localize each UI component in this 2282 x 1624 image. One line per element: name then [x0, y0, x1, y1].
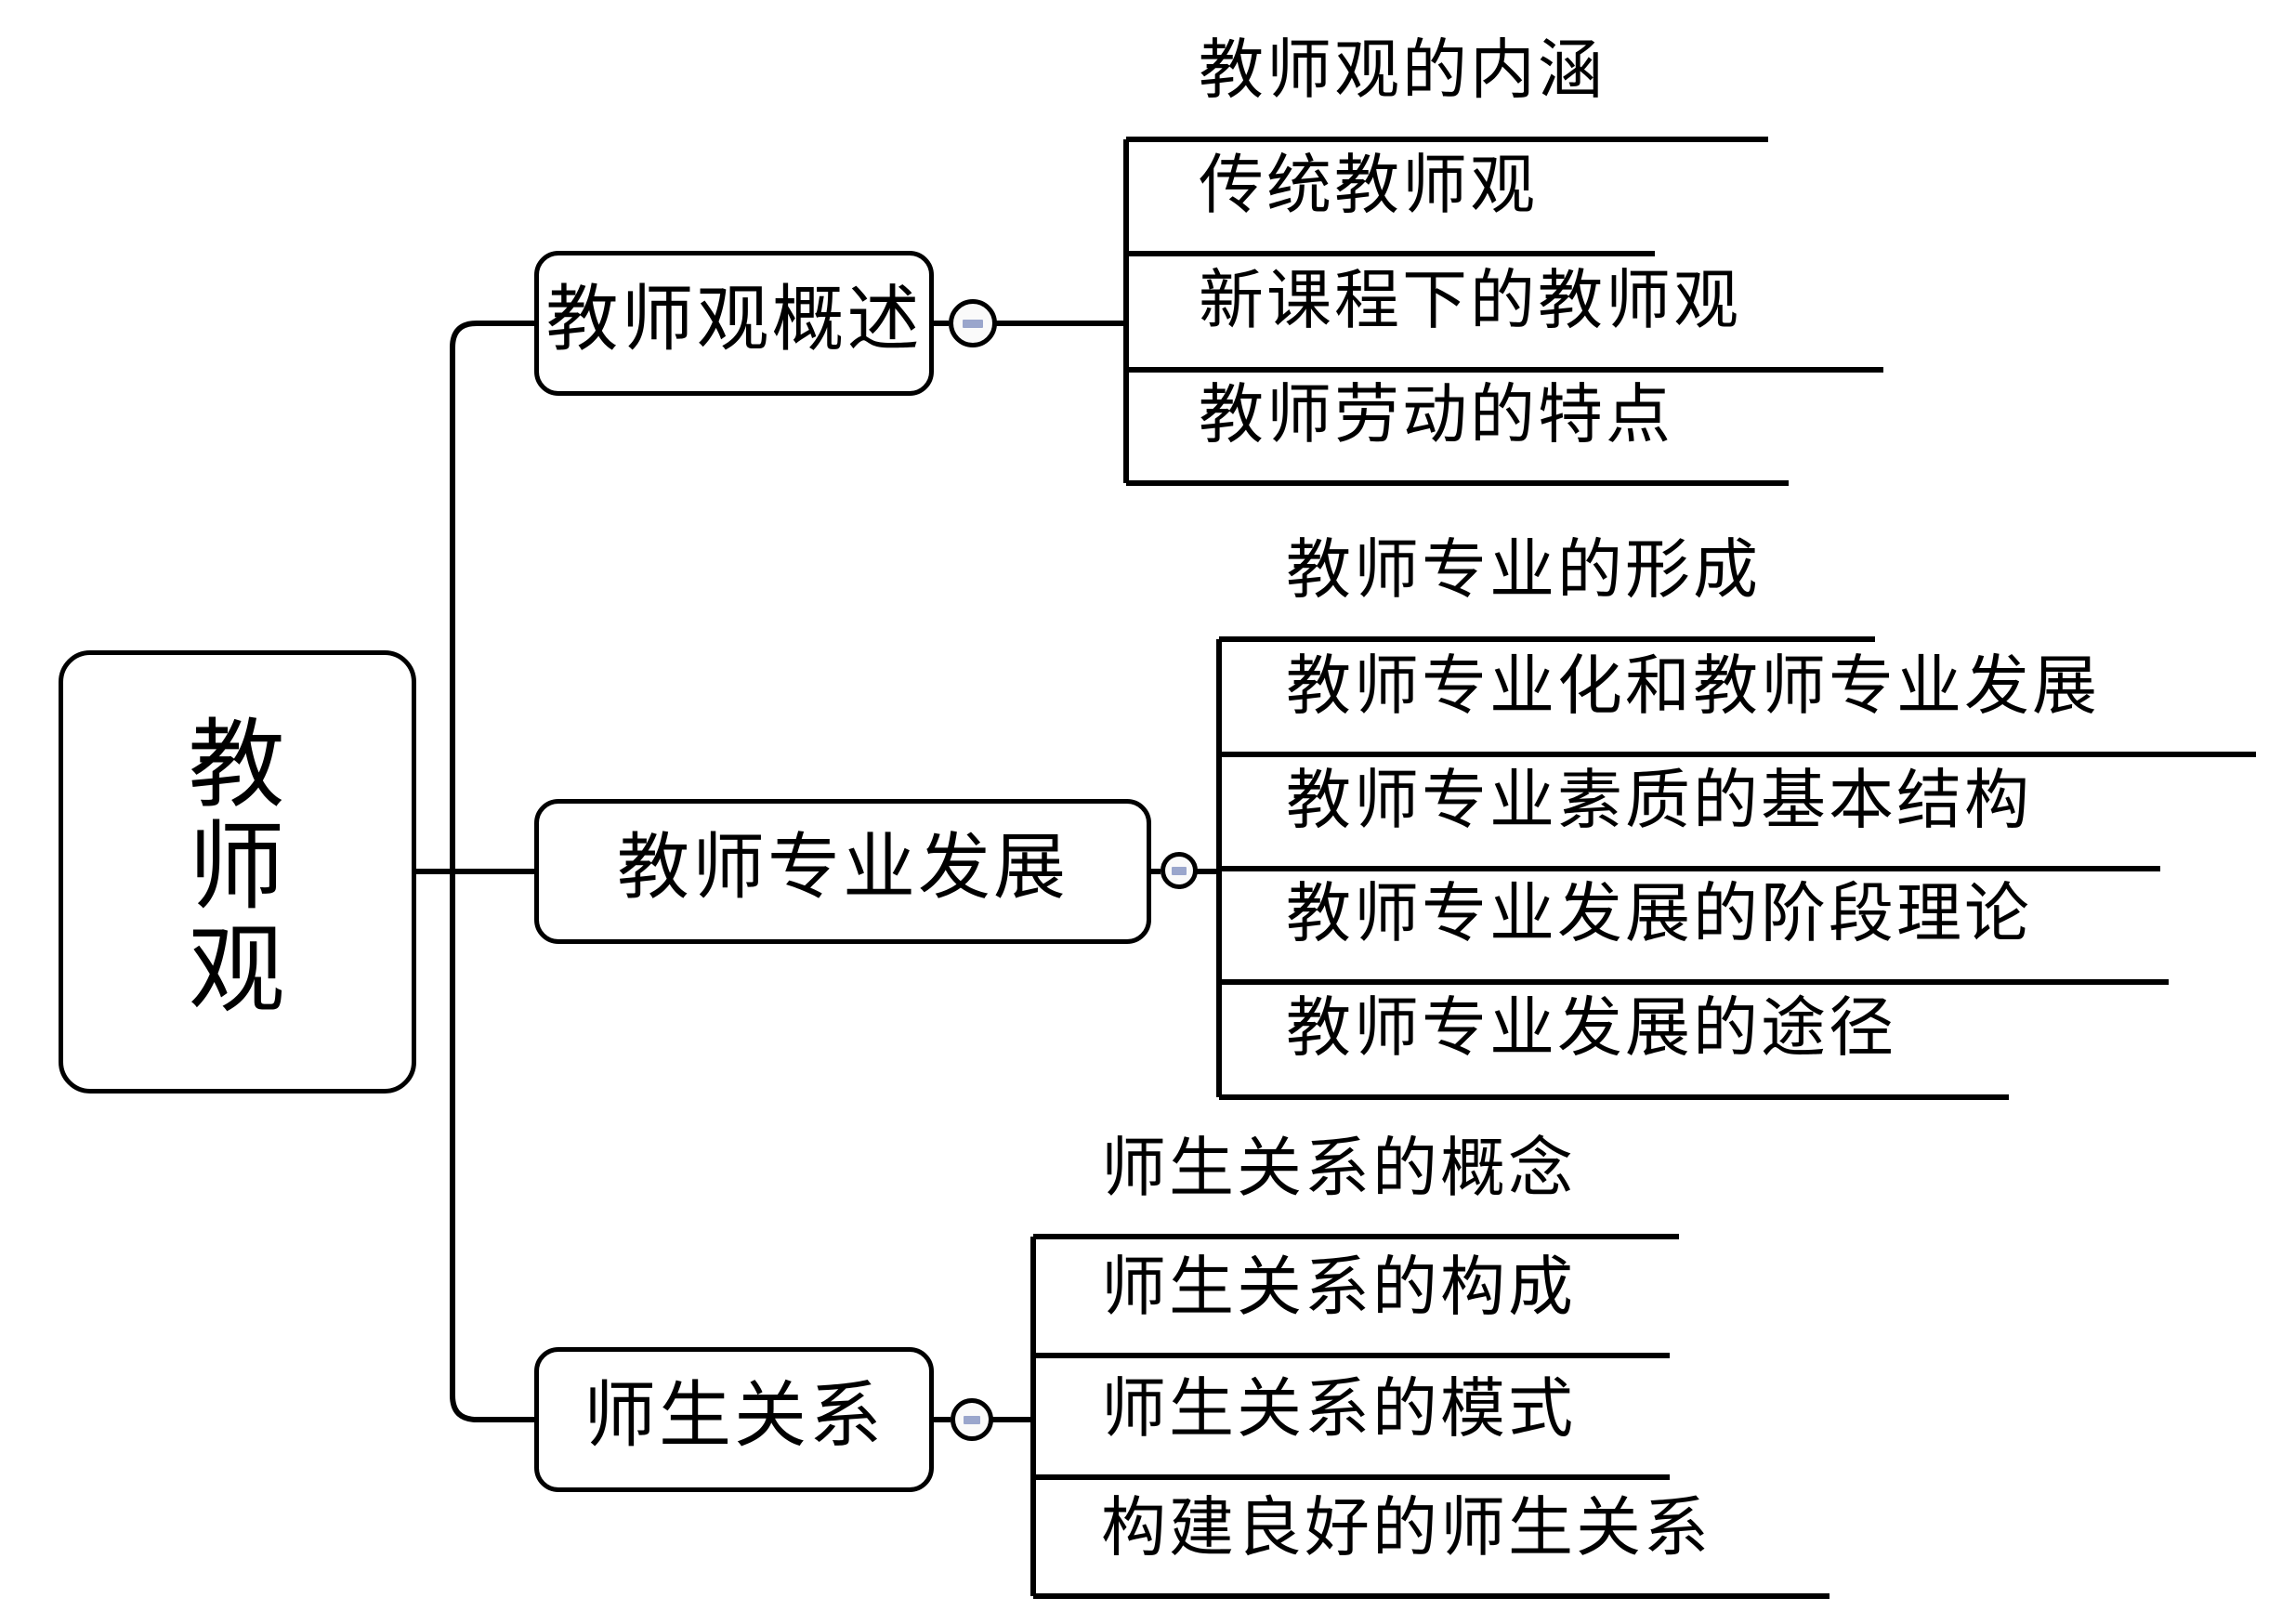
- leaf-item[interactable]: 教师专业的形成: [1286, 539, 1761, 604]
- leaf-item[interactable]: 师生关系的概念: [1101, 1137, 1576, 1202]
- minus-circle-icon[interactable]: [951, 1398, 993, 1441]
- leaf-label: 教师观的内涵: [1199, 35, 1606, 107]
- leaf-label: 构建良好的师生关系: [1101, 1493, 1712, 1565]
- leaf-label: 师生关系的模式: [1101, 1374, 1576, 1446]
- trunk-to-branch-1: [450, 321, 534, 348]
- minus-circle-icon[interactable]: [1161, 852, 1198, 889]
- leaf-item[interactable]: 教师专业化和教师专业发展: [1286, 655, 2100, 720]
- leaf-item[interactable]: 教师专业素质的基本结构: [1286, 769, 2032, 834]
- leaf-item[interactable]: 传统教师观: [1199, 154, 1538, 219]
- branch-node-1[interactable]: 教师观概述: [534, 251, 934, 396]
- trunk-to-branch-3: [450, 1395, 534, 1422]
- leaf-item[interactable]: 教师劳动的特点: [1199, 384, 1673, 449]
- minus-circle-icon[interactable]: [949, 299, 997, 347]
- leaf-label: 传统教师观: [1199, 151, 1538, 222]
- root-node[interactable]: 教师观: [59, 650, 416, 1094]
- leaf-label: 教师专业的形成: [1286, 535, 1761, 607]
- leaf-label: 教师专业化和教师专业发展: [1286, 651, 2100, 723]
- branch-node-2[interactable]: 教师专业发展: [534, 799, 1151, 944]
- minus-glyph: [963, 1415, 981, 1424]
- leaf-label: 教师劳动的特点: [1199, 380, 1673, 452]
- leaf-item[interactable]: 新课程下的教师观: [1199, 269, 1741, 334]
- leaf-label: 教师专业素质的基本结构: [1286, 766, 2032, 837]
- leaf-label: 师生关系的构成: [1101, 1252, 1576, 1324]
- leaf-label: 教师专业发展的途径: [1286, 993, 1896, 1065]
- leaf-item[interactable]: 教师观的内涵: [1199, 39, 1606, 104]
- leaf-item[interactable]: 教师专业发展的途径: [1286, 997, 1896, 1062]
- minus-glyph: [963, 319, 983, 328]
- branch-node-3[interactable]: 师生关系: [534, 1347, 934, 1492]
- branch-node-1-label: 教师观概述: [545, 278, 923, 360]
- leaf-item[interactable]: 师生关系的构成: [1101, 1256, 1576, 1321]
- minus-glyph: [1172, 866, 1187, 875]
- leaf-item[interactable]: 构建良好的师生关系: [1101, 1497, 1712, 1562]
- leaf-label: 新课程下的教师观: [1199, 266, 1741, 337]
- branch-node-3-label: 师生关系: [583, 1374, 885, 1456]
- root-node-label: 教师观: [188, 713, 287, 1025]
- leaf-label: 教师专业发展的阶段理论: [1286, 879, 2032, 950]
- leaf-item[interactable]: 教师专业发展的阶段理论: [1286, 883, 2032, 948]
- leaf-item[interactable]: 师生关系的模式: [1101, 1378, 1576, 1443]
- leaf-label: 师生关系的概念: [1101, 1133, 1576, 1205]
- branch-node-2-label: 教师专业发展: [616, 826, 1069, 908]
